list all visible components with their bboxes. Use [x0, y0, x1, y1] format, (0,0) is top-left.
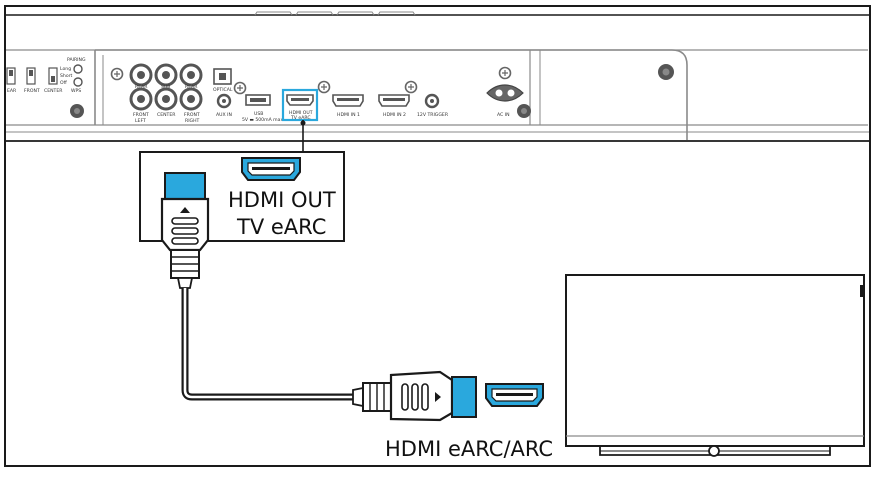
screw-icon	[110, 67, 124, 81]
label-optical: OPTICAL	[213, 87, 233, 93]
label-wps: WPS	[71, 88, 81, 94]
rca-jack-icon[interactable]	[154, 87, 178, 111]
label-long: Long	[60, 66, 71, 72]
label-off: Off	[60, 80, 68, 86]
screw-icon	[658, 64, 674, 80]
rca-jack-icon[interactable]	[179, 87, 203, 111]
speaker-switch-center[interactable]	[48, 67, 58, 85]
ac-in-socket[interactable]	[486, 84, 524, 102]
label-front: FRONT	[24, 88, 40, 94]
label-hdmi-in2: HDMI IN 2	[383, 112, 406, 118]
hdmi-plug-icon	[160, 172, 210, 289]
aux-in-jack[interactable]	[216, 93, 232, 109]
label-rear-cut: EAR	[7, 88, 17, 94]
rca-jack-icon[interactable]	[179, 63, 203, 87]
hdmi-port-icon[interactable]	[286, 94, 314, 106]
label-short: Short	[60, 73, 73, 79]
usb-port[interactable]	[245, 94, 271, 106]
label-rca-front-l: FRONT	[133, 112, 149, 118]
screw-icon	[498, 66, 512, 80]
hdmi-port-icon	[485, 383, 544, 407]
label-hdmi-in1: HDMI IN 1	[337, 112, 360, 118]
optical-port[interactable]	[213, 68, 232, 85]
hdmi-port-icon[interactable]	[332, 94, 364, 107]
speaker-switch-rear[interactable]	[6, 67, 16, 85]
label-rca-rear-r: REAR	[185, 84, 198, 90]
label-rca-center: CENTER	[157, 112, 176, 118]
callout-label-line2: TV eARC	[236, 215, 326, 239]
label-hdmi-out-sub: TV eARC	[290, 115, 311, 121]
hdmi-port-icon	[241, 157, 301, 181]
label-usb-sub: 5V ▬ 500mA max	[242, 117, 283, 123]
label-rca-rear-l: REAR	[135, 84, 148, 90]
label-center: CENTER	[44, 88, 63, 94]
screw-icon	[517, 104, 531, 118]
hdmi-out-highlight	[281, 88, 319, 122]
label-rca-right: RIGHT	[185, 118, 200, 124]
callout-label-line1: HDMI OUT	[228, 188, 336, 212]
label-usb: USB	[254, 111, 263, 117]
tv-icon	[565, 274, 865, 457]
rca-jack-icon[interactable]	[154, 63, 178, 87]
screw-icon	[404, 80, 418, 94]
screw-icon	[317, 80, 331, 94]
tv-port-label: HDMI eARC/ARC	[385, 437, 553, 461]
label-rca-sub: SUB	[161, 84, 170, 90]
trigger-jack[interactable]	[424, 93, 440, 109]
pairing-button[interactable]	[73, 64, 83, 74]
label-rca-front-r: FRONT	[184, 112, 200, 118]
screw-icon	[70, 104, 84, 118]
screw-icon	[233, 81, 247, 95]
speaker-switch-front[interactable]	[26, 67, 36, 85]
rca-jack-icon[interactable]	[129, 63, 153, 87]
label-ac-in: AC IN	[497, 112, 510, 118]
label-trigger: 12V TRIGGER	[417, 112, 449, 118]
hdmi-plug-icon	[352, 370, 477, 422]
hdmi-port-icon[interactable]	[378, 94, 410, 107]
label-rca-left: LEFT	[135, 118, 146, 124]
label-aux-in: AUX IN	[216, 112, 232, 118]
wps-button[interactable]	[73, 77, 83, 87]
soundbar-back-panel: EAR FRONT CENTER PAIRING Long Short Off …	[6, 7, 869, 142]
rca-jack-icon[interactable]	[129, 87, 153, 111]
label-pairing: PAIRING	[67, 57, 86, 63]
label-hdmi-out: HDMI OUT	[289, 110, 313, 116]
